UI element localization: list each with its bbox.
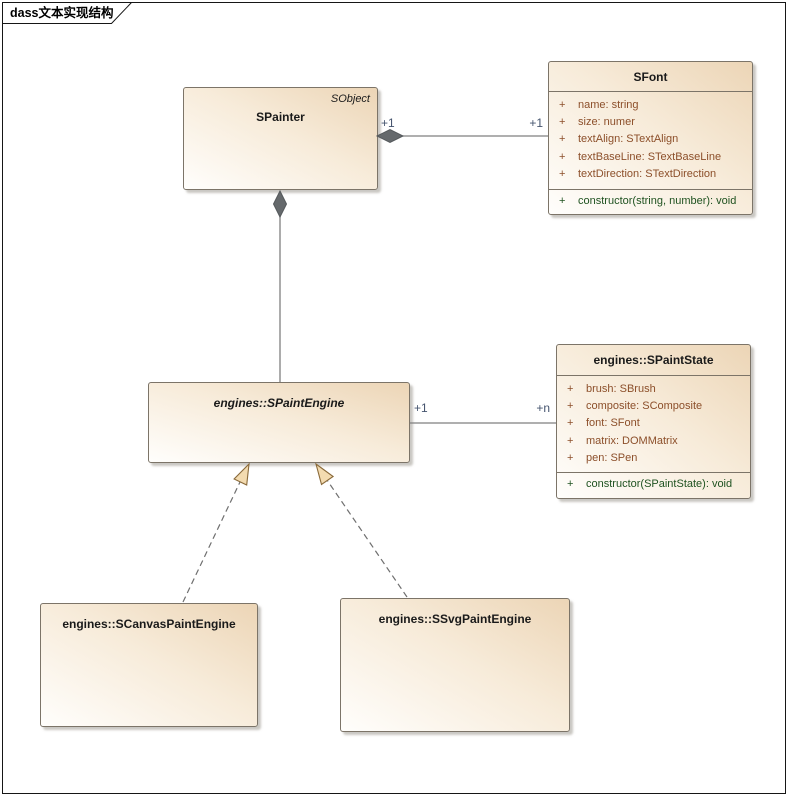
generalization-arrowhead xyxy=(315,462,335,486)
generalization-arrowhead xyxy=(233,462,250,486)
attribute-text: name: string xyxy=(578,99,639,111)
attribute-row[interactable]: + brush: SBrush xyxy=(557,381,750,398)
operation-row[interactable]: + constructor(SPaintState): void xyxy=(557,476,750,493)
diagram-tab-shape xyxy=(2,2,133,24)
visibility-marker: + xyxy=(559,150,566,163)
multiplicity-label: +n xyxy=(536,401,550,415)
attribute-text: textDirection: STextDirection xyxy=(578,167,717,180)
attribute-row[interactable]: + composite: SComposite xyxy=(557,398,750,415)
attribute-row[interactable]: + size: numer xyxy=(549,114,752,131)
visibility-marker: + xyxy=(567,434,574,447)
multiplicity-label: +1 xyxy=(381,116,395,130)
attribute-text: composite: SComposite xyxy=(586,400,703,413)
visibility-marker: + xyxy=(559,195,566,207)
attribute-text: brush: SBrush xyxy=(586,383,656,395)
realization-ssvgpaintengine-spaintengine[interactable] xyxy=(315,462,408,598)
realization-scanvaspaintengine-spaintengine[interactable] xyxy=(182,462,250,603)
attribute-text: pen: SPen xyxy=(586,451,638,464)
visibility-marker: + xyxy=(567,383,574,395)
attribute-text: font: SFont xyxy=(586,417,640,430)
multiplicity-label: +1 xyxy=(414,401,428,415)
class-spaintengine[interactable]: engines::SPaintEngine xyxy=(148,382,410,463)
class-spaintstate[interactable]: engines::SPaintState + brush: SBrush + c… xyxy=(556,344,751,499)
operation-text: constructor(string, number): void xyxy=(578,195,737,207)
composition-diamond xyxy=(272,189,288,219)
operation-row[interactable]: + constructor(string, number): void xyxy=(549,193,752,210)
visibility-marker: + xyxy=(559,133,566,146)
composition-diamond xyxy=(375,128,405,144)
operations-compartment: + constructor(string, number): void xyxy=(549,190,752,214)
class-name: engines::SCanvasPaintEngine xyxy=(62,617,236,631)
operation-text: constructor(SPaintState): void xyxy=(586,478,733,490)
visibility-marker: + xyxy=(567,400,574,413)
visibility-marker: + xyxy=(567,478,574,490)
visibility-marker: + xyxy=(559,167,566,180)
association-spaintengine-spaintstate[interactable]: +1 +n xyxy=(410,401,556,424)
composition-spainter-sfont[interactable]: +1 +1 xyxy=(375,116,548,144)
diagram-title: dass文本实现结构 xyxy=(10,6,114,20)
visibility-marker: + xyxy=(559,116,566,129)
attributes-compartment: + name: string + size: numer + textAlign… xyxy=(549,92,752,190)
attribute-row[interactable]: + textBaseLine: STextBaseLine xyxy=(549,149,752,166)
class-name: engines::SSvgPaintEngine xyxy=(378,612,532,626)
class-spainter[interactable]: SObject SPainter xyxy=(183,87,378,190)
attribute-row[interactable]: + name: string xyxy=(549,97,752,114)
class-ssvgpaintengine[interactable]: engines::SSvgPaintEngine xyxy=(340,598,570,732)
class-name: engines::SPaintState xyxy=(557,345,750,376)
class-scanvaspaintengine[interactable]: engines::SCanvasPaintEngine xyxy=(40,603,258,727)
operations-compartment: + constructor(SPaintState): void xyxy=(557,473,750,498)
attribute-row[interactable]: + matrix: DOMMatrix xyxy=(557,433,750,450)
visibility-marker: + xyxy=(559,99,566,111)
attribute-row[interactable]: + pen: SPen xyxy=(557,450,750,467)
attribute-text: textBaseLine: STextBaseLine xyxy=(578,150,722,163)
attribute-text: size: numer xyxy=(578,116,635,129)
attribute-row[interactable]: + textDirection: STextDirection xyxy=(549,166,752,183)
stereotype-label: SObject xyxy=(330,93,370,105)
composition-spainter-spaintengine[interactable] xyxy=(272,189,288,382)
multiplicity-label: +1 xyxy=(529,116,543,130)
attribute-text: textAlign: STextAlign xyxy=(578,133,679,146)
attribute-text: matrix: DOMMatrix xyxy=(586,434,678,447)
attribute-row[interactable]: + font: SFont xyxy=(557,415,750,432)
class-name: SPainter xyxy=(256,110,305,124)
diagram-tab xyxy=(2,2,133,24)
class-name: engines::SPaintEngine xyxy=(213,396,345,410)
attribute-row[interactable]: + textAlign: STextAlign xyxy=(549,131,752,148)
class-name: SFont xyxy=(549,62,752,92)
visibility-marker: + xyxy=(567,451,574,464)
attributes-compartment: + brush: SBrush + composite: SComposite … xyxy=(557,376,750,473)
visibility-marker: + xyxy=(567,417,574,430)
class-sfont[interactable]: SFont + name: string + size: numer + tex… xyxy=(548,61,753,215)
